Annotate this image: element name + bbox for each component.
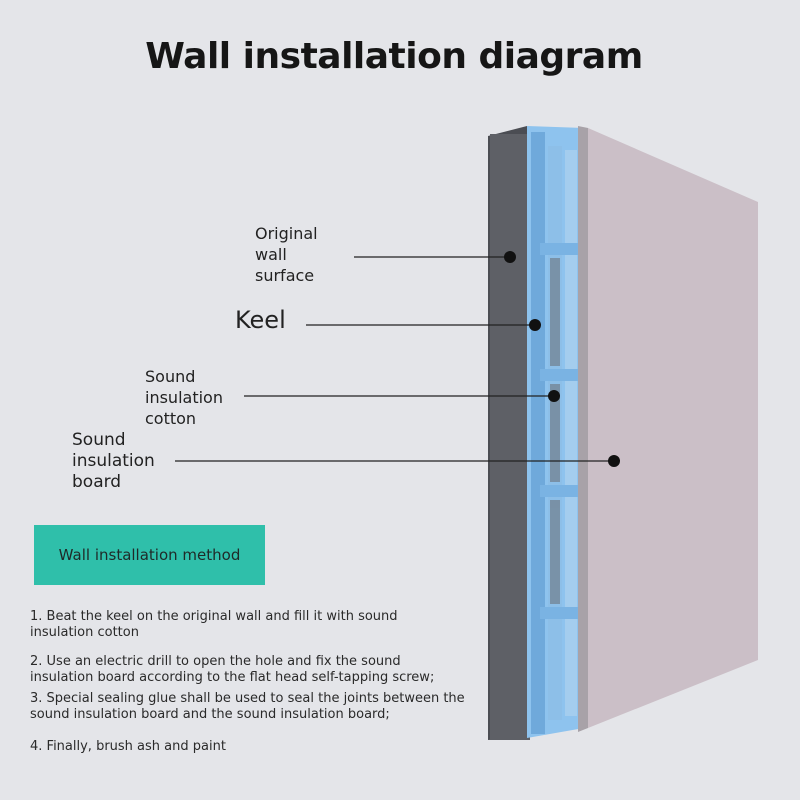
original-wall (490, 134, 530, 740)
keel-cross-members (540, 243, 582, 619)
pointer-dot-board (608, 455, 620, 467)
step-1: 1. Beat the keel on the original wall an… (30, 609, 398, 640)
pointer-dot-keel (529, 319, 541, 331)
pointer-dot-original-wall (504, 251, 516, 263)
pointer-dot-cotton (548, 390, 560, 402)
step-2: 2. Use an electric drill to open the hol… (30, 654, 435, 685)
insulation-board-edge (578, 126, 588, 732)
step-3: 3. Special sealing glue shall be used to… (30, 691, 465, 722)
installation-method-heading: Wall installation method (34, 525, 265, 585)
insulation-board (588, 128, 758, 728)
label-sound-insulation-cotton: Sound insulation cotton (145, 367, 223, 428)
step-4: 4. Finally, brush ash and paint (30, 739, 226, 754)
label-original-wall-surface: Original wall surface (255, 224, 318, 285)
insulation-cotton (550, 258, 560, 604)
label-keel: Keel (235, 306, 286, 334)
label-sound-insulation-board: Sound insulation board (72, 430, 155, 492)
page-title: Wall installation diagram (145, 36, 643, 77)
